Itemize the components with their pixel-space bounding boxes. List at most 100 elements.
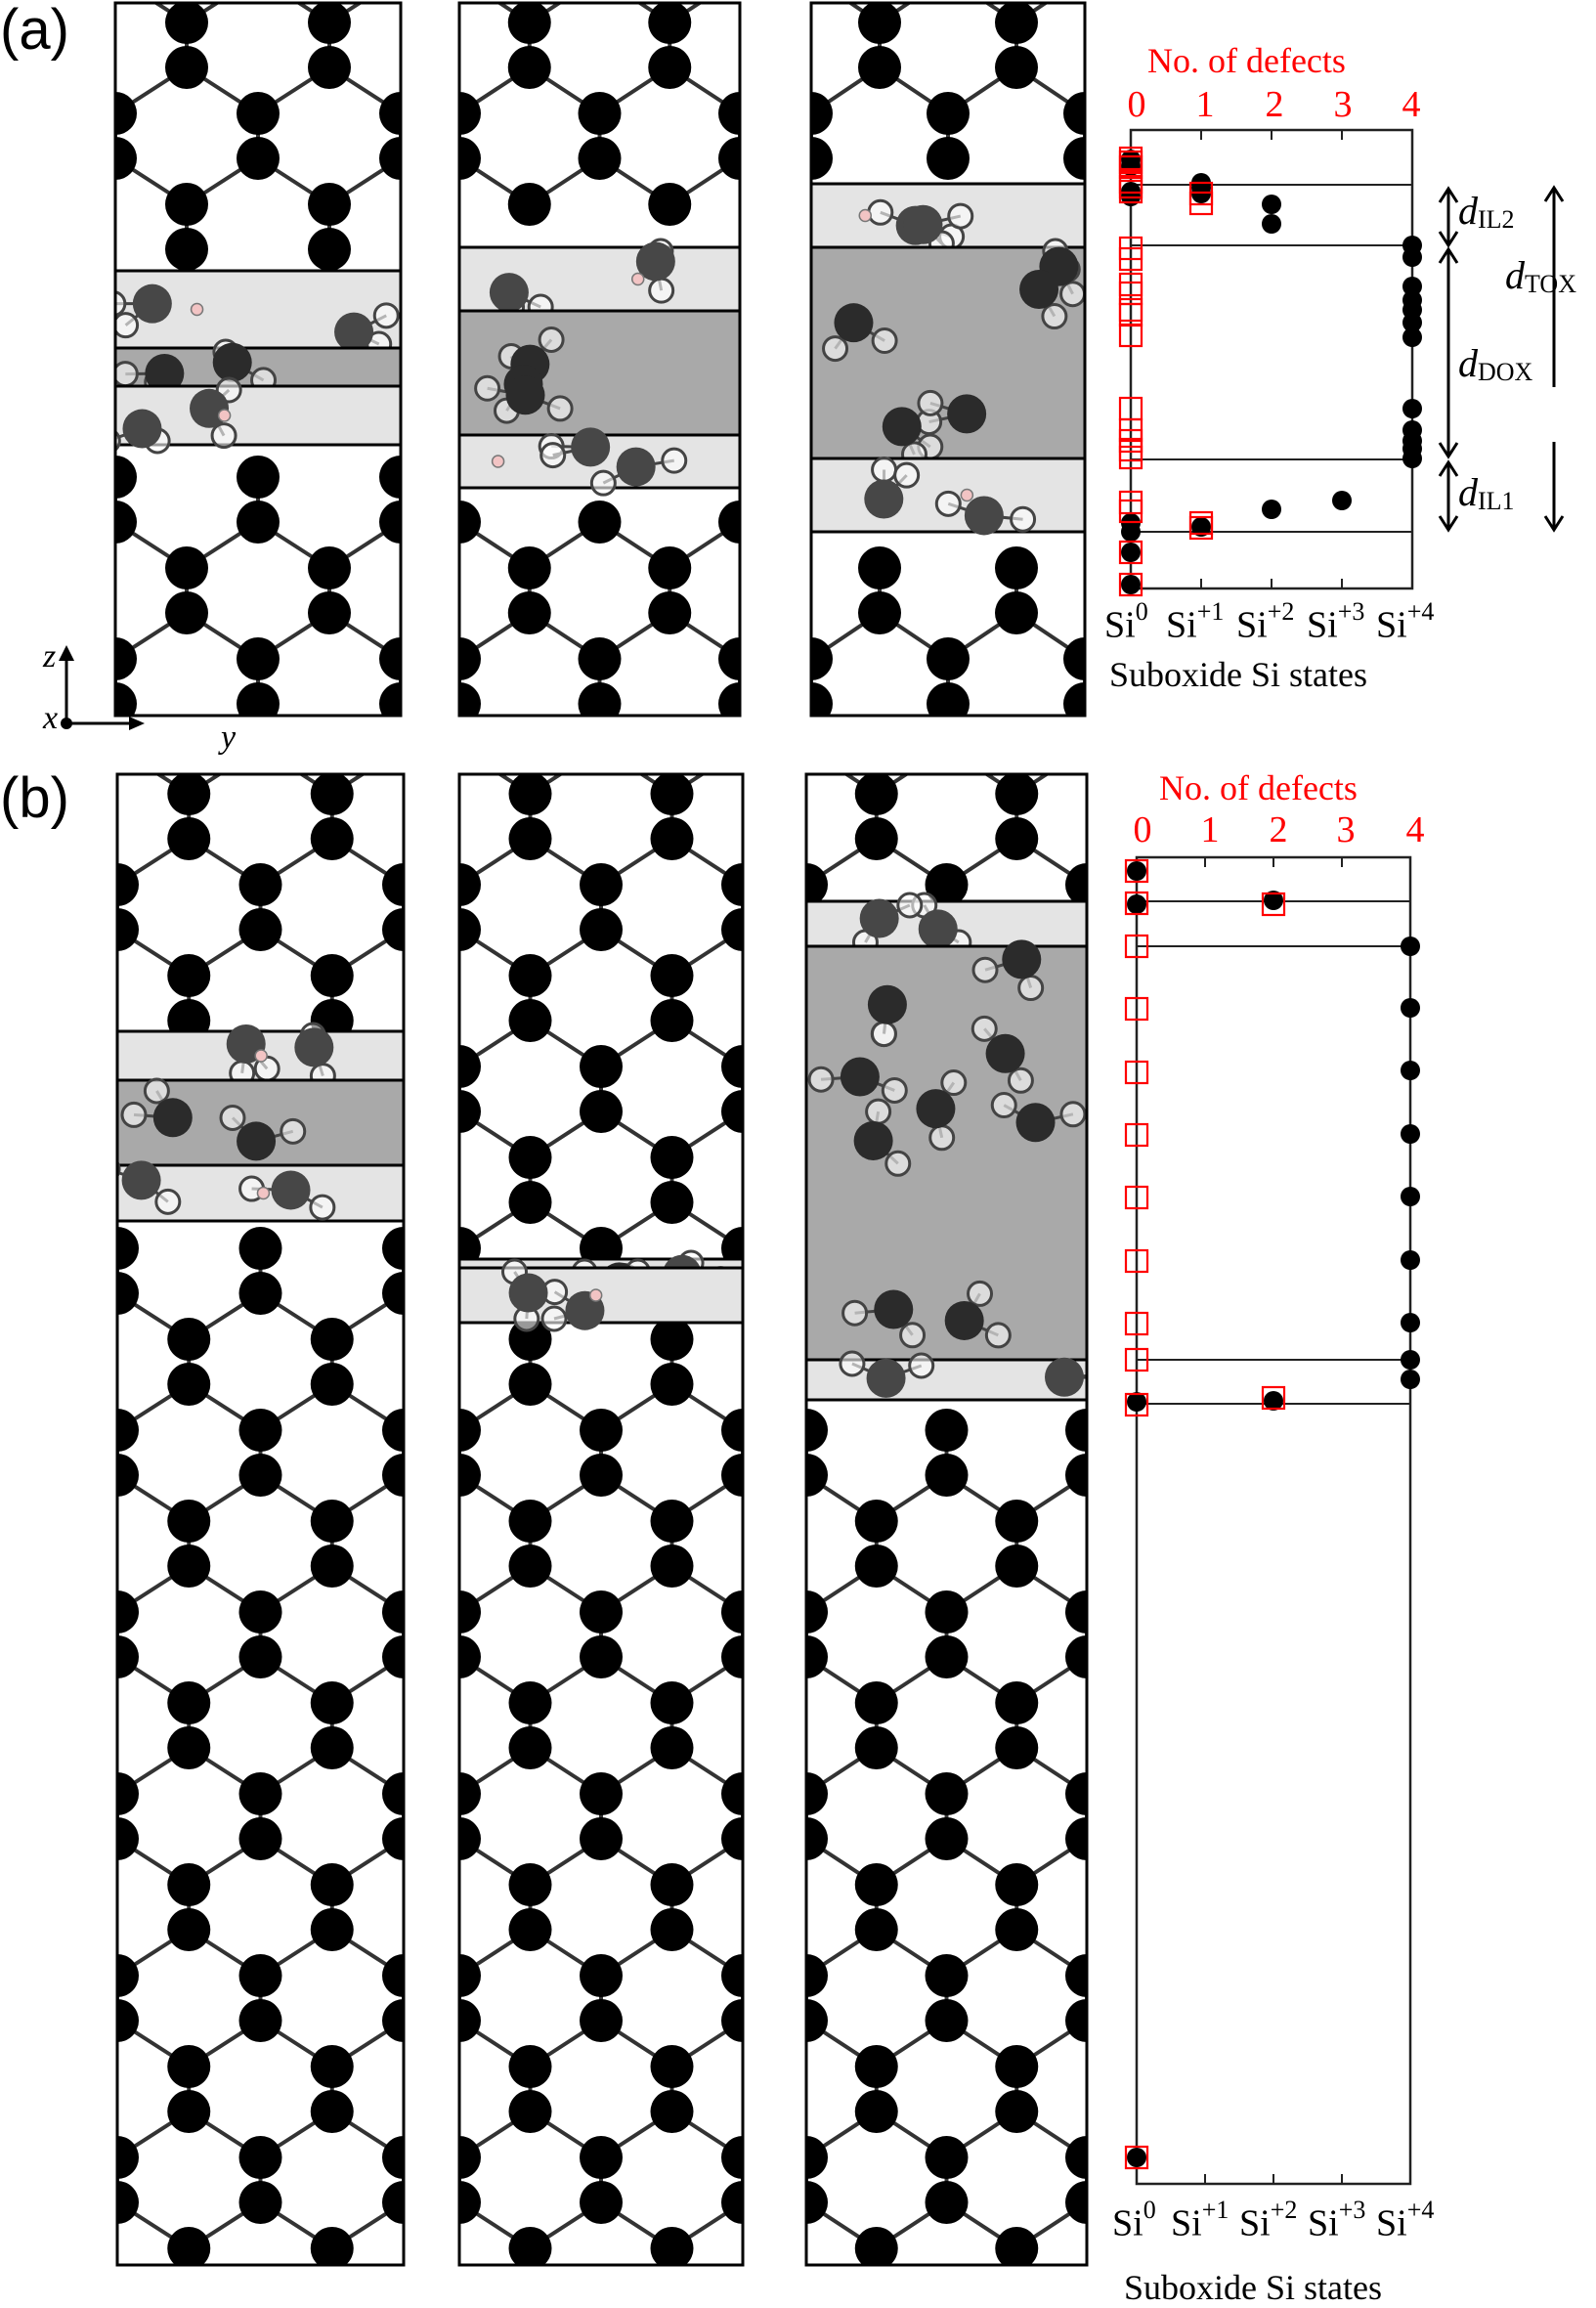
si-lattice bbox=[459, 3, 740, 716]
thickness-arrows bbox=[1438, 185, 1565, 533]
chart-a-top-tick-4: 4 bbox=[1402, 84, 1421, 125]
axis-z-label: z bbox=[43, 638, 57, 675]
si-lattice bbox=[115, 3, 401, 716]
si-state-point bbox=[1121, 543, 1141, 562]
d-symbol: d bbox=[1458, 341, 1478, 385]
defect-count-point bbox=[1124, 1060, 1149, 1085]
b-structure-3 bbox=[804, 772, 1089, 2267]
chart-a bbox=[1118, 128, 1422, 597]
si-state-point bbox=[1401, 1250, 1420, 1270]
structure-frame bbox=[804, 772, 1089, 2267]
xtick-sup: +3 bbox=[1338, 2196, 1366, 2224]
si-state-point bbox=[1401, 1370, 1420, 1389]
si-state-point bbox=[1262, 214, 1281, 234]
si-state-point bbox=[1191, 517, 1211, 537]
si-state-point bbox=[1127, 861, 1146, 881]
chart-b-top-tick-3: 3 bbox=[1336, 809, 1356, 850]
defect-count-point bbox=[1118, 499, 1143, 524]
chart-b-xtick-si4: Si+4 bbox=[1376, 2198, 1434, 2244]
si-state-point bbox=[1401, 1313, 1420, 1332]
si-state-point bbox=[1402, 327, 1422, 347]
xtick-base: Si bbox=[1376, 2202, 1407, 2244]
si-state-point bbox=[1402, 449, 1422, 468]
si-state-point bbox=[1264, 891, 1283, 910]
defect-count-point bbox=[1124, 934, 1149, 959]
chart-a-xtick-si3: Si+3 bbox=[1307, 599, 1364, 646]
b-structure-1 bbox=[115, 772, 406, 2267]
si-state-point bbox=[1401, 1350, 1420, 1370]
a-structure-2 bbox=[457, 1, 742, 718]
xtick-base: Si bbox=[1104, 604, 1136, 646]
si-state-point bbox=[1127, 2148, 1146, 2167]
defect-count-point bbox=[1188, 191, 1214, 216]
defect-count-point bbox=[1118, 572, 1143, 597]
chart-frame bbox=[1135, 855, 1412, 2186]
label-d-tox: dTOX bbox=[1505, 253, 1576, 297]
si-state-point bbox=[1401, 1187, 1420, 1206]
si-lattice bbox=[459, 774, 743, 2265]
defect-count-point bbox=[1118, 540, 1143, 565]
si-state-point bbox=[1262, 195, 1281, 214]
xtick-sup: +1 bbox=[1201, 2196, 1229, 2224]
defect-count-point bbox=[1124, 1392, 1149, 1417]
si-state-point bbox=[1402, 399, 1422, 418]
defect-count-point bbox=[1261, 892, 1286, 917]
xtick-sup: 0 bbox=[1135, 597, 1148, 626]
defect-count-point bbox=[1124, 1122, 1149, 1148]
chart-b-top-tick-2: 2 bbox=[1269, 809, 1288, 850]
a-structure-1 bbox=[113, 1, 403, 718]
defect-count-point bbox=[1124, 2145, 1149, 2170]
xtick-sup: +4 bbox=[1406, 2196, 1435, 2224]
si-state-point bbox=[1127, 894, 1146, 914]
xtick-base: Si bbox=[1171, 2202, 1202, 2244]
chart-b-xtick-si2: Si+2 bbox=[1239, 2198, 1297, 2244]
defect-count-point bbox=[1124, 1185, 1149, 1210]
defect-count-point bbox=[1261, 1385, 1286, 1411]
defect-count-point bbox=[1124, 1248, 1149, 1274]
xtick-sup: +3 bbox=[1337, 597, 1365, 626]
defect-count-point bbox=[1124, 996, 1149, 1022]
chart-b-top-tick-4: 4 bbox=[1405, 809, 1425, 850]
si-state-point bbox=[1402, 277, 1422, 296]
xtick-base: Si bbox=[1376, 604, 1407, 646]
si-state-point bbox=[1264, 1391, 1283, 1411]
defect-count-point bbox=[1118, 323, 1143, 348]
si-lattice bbox=[811, 3, 1085, 716]
chart-b-xtick-si0: Si0 bbox=[1112, 2198, 1156, 2244]
label-d-dox: dDOX bbox=[1458, 341, 1533, 386]
chart-a-top-axis-title: No. of defects bbox=[1147, 41, 1346, 80]
defect-count-point bbox=[1118, 445, 1143, 470]
si-lattice bbox=[117, 774, 404, 2265]
chart-a-xlabel: Suboxide Si states bbox=[1109, 655, 1368, 694]
chart-a-top-tick-1: 1 bbox=[1195, 84, 1215, 125]
si-state-point bbox=[1332, 491, 1352, 510]
defect-count-point bbox=[1124, 1311, 1149, 1336]
si-state-point bbox=[1127, 1392, 1146, 1412]
label-d-il1: dIL1 bbox=[1458, 473, 1515, 514]
chart-a-top-tick-3: 3 bbox=[1333, 84, 1353, 125]
chart-a-xtick-si0: Si0 bbox=[1104, 599, 1148, 646]
chart-b-top-axis-title: No. of defects bbox=[1159, 768, 1358, 807]
xtick-sup: +1 bbox=[1196, 597, 1225, 626]
a-structure-3 bbox=[809, 1, 1087, 718]
si-state-point bbox=[1401, 1124, 1420, 1144]
xtick-base: Si bbox=[1166, 604, 1197, 646]
xtick-base: Si bbox=[1239, 2202, 1271, 2244]
si-state-point bbox=[1402, 313, 1422, 332]
oxide-band bbox=[806, 946, 1087, 1360]
xtick-base: Si bbox=[1308, 2202, 1339, 2244]
xtick-base: Si bbox=[1112, 2202, 1143, 2244]
xtick-sup: +2 bbox=[1270, 2196, 1298, 2224]
d-symbol: d bbox=[1505, 253, 1525, 297]
xtick-base: Si bbox=[1307, 604, 1338, 646]
chart-a-xtick-si1: Si+1 bbox=[1166, 599, 1224, 646]
structure-frame bbox=[457, 772, 745, 2267]
d-subscript: DOX bbox=[1478, 358, 1533, 386]
label-d-il2: dIL2 bbox=[1458, 192, 1515, 234]
d-subscript: IL2 bbox=[1478, 205, 1515, 234]
coordinate-axes-icon bbox=[59, 645, 145, 730]
xtick-sup: +4 bbox=[1406, 597, 1435, 626]
chart-b-top-tick-1: 1 bbox=[1200, 809, 1220, 850]
panel-a-label: (a) bbox=[0, 0, 69, 62]
si-state-point bbox=[1401, 1061, 1420, 1080]
